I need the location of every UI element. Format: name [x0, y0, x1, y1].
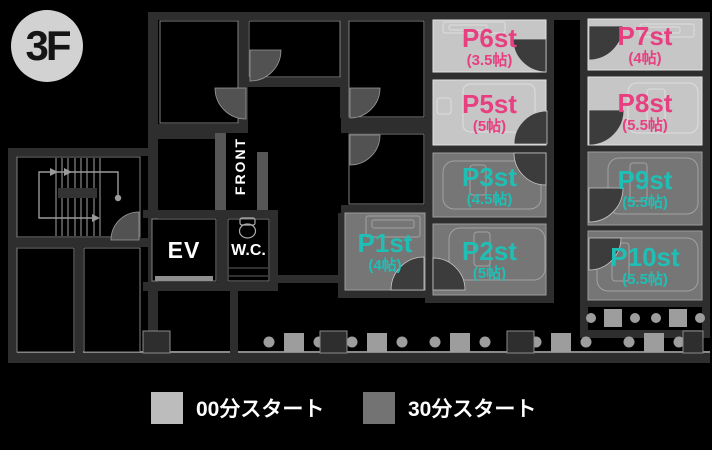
floor-badge: 3F — [11, 10, 83, 82]
legend-swatch-00min — [151, 392, 183, 424]
elevator-door-sill — [155, 276, 213, 281]
toilet-text: W.C. — [231, 242, 266, 259]
floor-badge-label: 3F — [25, 22, 71, 69]
legend-label-00min: 00分スタート — [196, 398, 325, 421]
toilet-icon — [238, 217, 257, 239]
door-arcs — [110, 25, 625, 291]
walls — [8, 12, 710, 363]
legend-label-30min: 30分スタート — [408, 398, 537, 421]
stair-direction-arrow — [38, 168, 122, 222]
corridor-pillars — [142, 330, 704, 354]
front-desk-label: FRONT — [230, 129, 250, 203]
toilet-label: W.C. — [226, 236, 271, 266]
legend-swatch-30min — [363, 392, 395, 424]
sink-units — [263, 309, 705, 352]
wc-stall-lines — [229, 267, 268, 277]
staircase — [38, 158, 122, 236]
elevator-label: EV — [152, 219, 216, 281]
elevator-text: EV — [167, 236, 201, 263]
front-desk-text: FRONT — [232, 136, 248, 196]
